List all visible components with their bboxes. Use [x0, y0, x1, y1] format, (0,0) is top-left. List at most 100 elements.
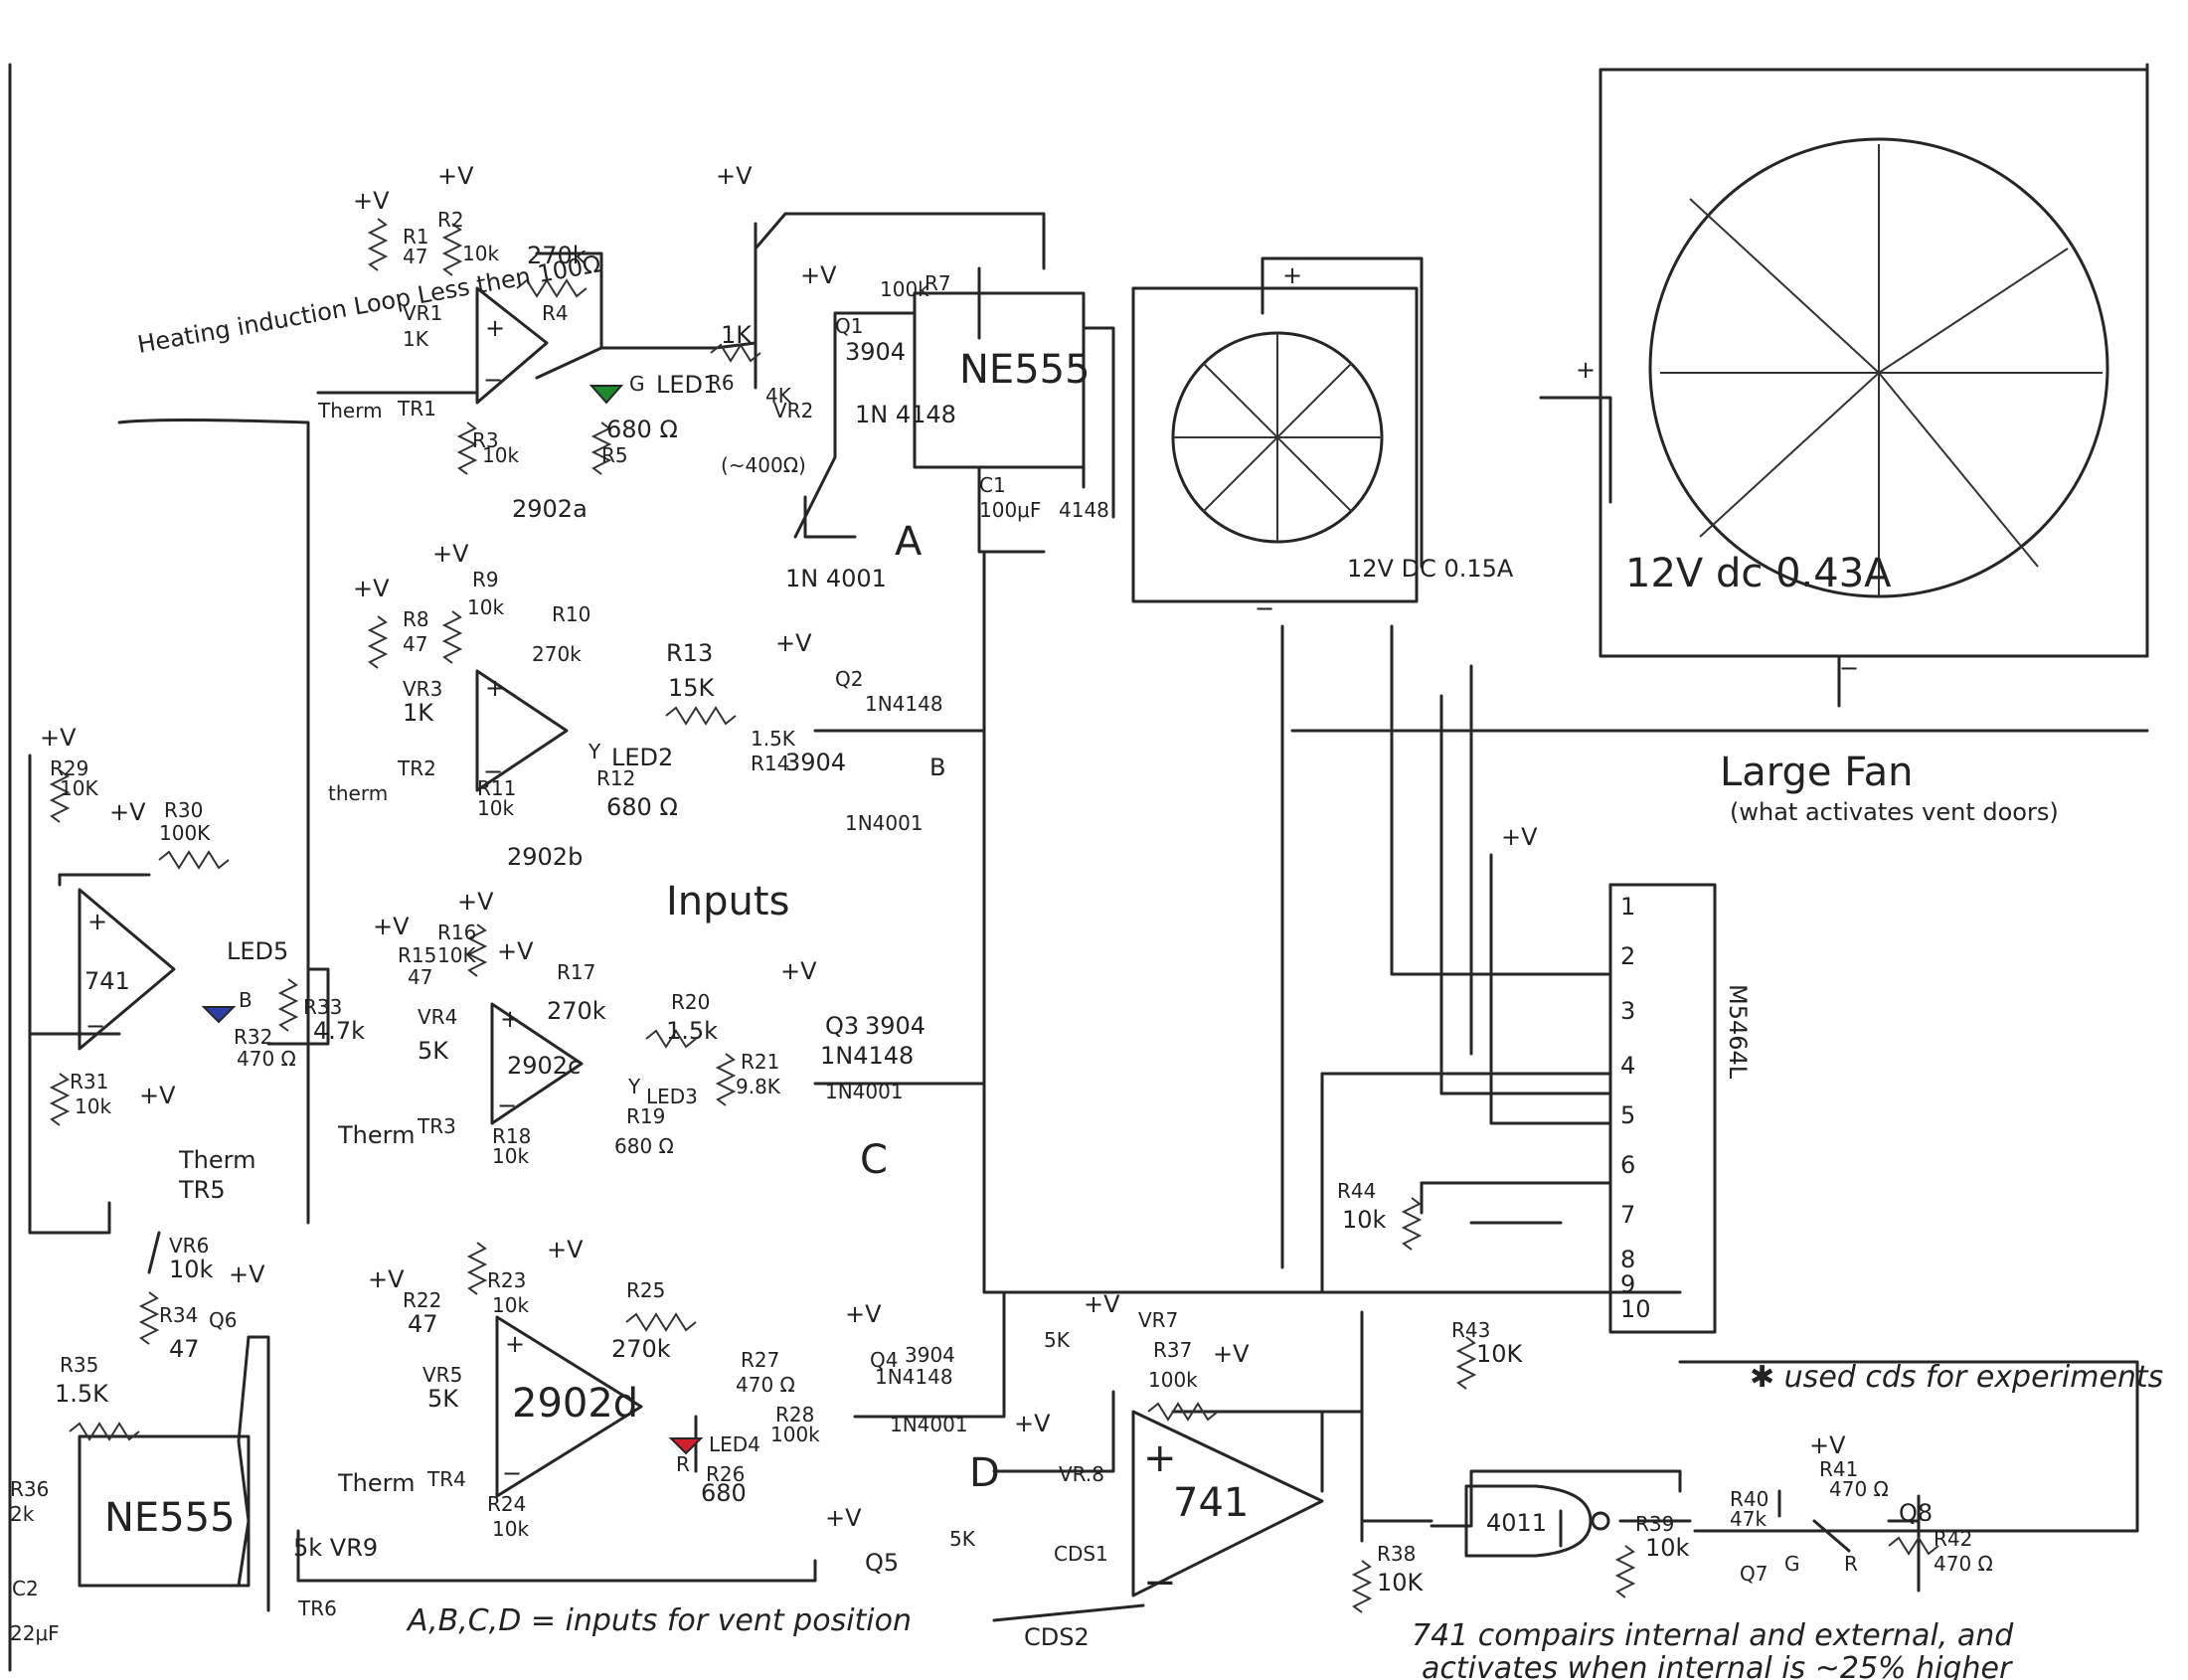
- therm5-label: Therm: [178, 1146, 255, 1174]
- r36-value: 2k: [10, 1502, 35, 1526]
- v6-label: +V: [432, 540, 469, 568]
- r21-label: R21: [741, 1050, 779, 1074]
- d3-4001-label: 1N4001: [825, 1080, 904, 1103]
- pin-4: 4: [1620, 1052, 1635, 1080]
- tr1-label: TR1: [397, 397, 436, 420]
- fan-large-minus: −: [1839, 654, 1859, 682]
- r32-value: 470 Ω: [237, 1047, 296, 1071]
- r5-value: 680 Ω: [606, 416, 678, 443]
- r40-value: 47k: [1730, 1507, 1767, 1531]
- led-g-mark: G: [1784, 1552, 1800, 1576]
- pin-9: 9: [1620, 1270, 1635, 1298]
- r17-label: R17: [557, 960, 595, 984]
- vr7-value: 5K: [1044, 1328, 1071, 1352]
- ne555-top-chip: [913, 291, 1086, 469]
- vr1-value: 1K: [403, 327, 429, 351]
- r10-value: 270k: [532, 642, 582, 666]
- r2-value: 10k: [462, 242, 499, 265]
- small-fan: [1131, 286, 1419, 603]
- vr2-label: VR2: [773, 399, 813, 422]
- r38-label: R38: [1377, 1542, 1416, 1566]
- r28-value: 100k: [770, 1423, 820, 1446]
- r27-label: R27: [741, 1348, 779, 1372]
- r22-value: 47: [408, 1310, 438, 1338]
- q8-label: Q8: [1899, 1499, 1933, 1527]
- led1-green-icon: [589, 385, 624, 405]
- r9-value: 10k: [467, 595, 504, 619]
- svg-text:−: −: [497, 1092, 517, 1119]
- r18-value: 10k: [492, 1144, 529, 1168]
- pin-7: 7: [1620, 1201, 1635, 1229]
- bottom-note-1: 741 compairs internal and external, and: [1412, 1618, 2014, 1653]
- r40-label: R40: [1730, 1487, 1768, 1511]
- fan-large-plus: +: [1576, 356, 1596, 384]
- pin-6: 6: [1620, 1151, 1635, 1179]
- r11-value: 10k: [477, 796, 514, 820]
- r7-value: 100k: [880, 277, 929, 301]
- pin-3: 3: [1620, 997, 1635, 1025]
- led5-blue-icon: [201, 1006, 237, 1024]
- tr2-label: TR2: [397, 756, 436, 780]
- d1n4001-a-label: 1N 4001: [785, 565, 887, 592]
- r3-label: R3: [472, 428, 499, 452]
- v23-label: +V: [1809, 1431, 1846, 1459]
- q4-label: Q4: [870, 1348, 898, 1372]
- r13-value: 15K: [668, 674, 716, 702]
- tr5-label: TR5: [178, 1176, 226, 1204]
- r31-value: 10k: [75, 1094, 111, 1118]
- v12-label: +V: [373, 913, 410, 940]
- r42-label: R42: [1934, 1527, 1972, 1551]
- r29-label: R29: [50, 756, 88, 780]
- r27-value: 470 Ω: [736, 1373, 795, 1397]
- d1-label: 1N 4148: [855, 401, 956, 428]
- large-fan: [1599, 68, 2149, 658]
- r41-label: R41: [1819, 1457, 1858, 1481]
- r20-value: 1.5k: [666, 1017, 718, 1045]
- r41-value: 470 Ω: [1829, 1477, 1889, 1501]
- ne555-bottom-chip: [78, 1434, 251, 1588]
- ic-741-right-label: 741: [1173, 1480, 1249, 1526]
- output-d-label: D: [969, 1450, 1000, 1496]
- r4-value: 270k: [527, 242, 587, 269]
- vr3-value: 1K: [403, 699, 434, 727]
- r24-value: 10k: [492, 1517, 529, 1541]
- vr6-label: VR6: [169, 1234, 209, 1258]
- led2-mark: Y: [588, 740, 601, 763]
- q6-label: Q6: [209, 1308, 237, 1332]
- op-amp-741-right: + −: [1131, 1410, 1324, 1605]
- ic-4011-label: 4011: [1486, 1509, 1547, 1537]
- led4-mark: R: [676, 1452, 690, 1476]
- vr8-value: 5K: [949, 1527, 976, 1551]
- d4148-top-label: 4148: [1059, 498, 1109, 522]
- r36-label: R36: [10, 1477, 49, 1501]
- led1-mark: G: [629, 372, 645, 396]
- q7-label: Q7: [1740, 1562, 1767, 1586]
- pin-10: 10: [1620, 1295, 1651, 1323]
- r23-label: R23: [487, 1268, 526, 1292]
- bottom-note-2: activates when internal is ~25% higher: [1422, 1651, 2013, 1680]
- svg-text:+: +: [505, 1330, 525, 1358]
- r33-label: R33: [303, 995, 342, 1019]
- r26-label: R26: [706, 1462, 745, 1486]
- svg-text:−: −: [1143, 1560, 1177, 1605]
- r42-value: 470 Ω: [1934, 1552, 1993, 1576]
- r1-label: R1: [403, 225, 429, 249]
- vr3-label: VR3: [403, 677, 442, 701]
- r6-value: 1K: [721, 321, 753, 349]
- led1-label: LED1: [656, 371, 718, 399]
- led2-label: LED2: [611, 744, 673, 771]
- ic-2902d-label: 2902d: [512, 1381, 638, 1427]
- svg-text:−: −: [502, 1459, 522, 1487]
- v8-label: +V: [40, 724, 77, 752]
- v21-label: +V: [1213, 1340, 1250, 1368]
- pin-5: 5: [1620, 1101, 1635, 1129]
- v19-label: +V: [825, 1504, 862, 1532]
- vr1-label: VR1: [403, 301, 442, 325]
- v14-label: +V: [497, 937, 534, 965]
- q4-type: 3904: [905, 1343, 955, 1367]
- ne555-top-label: NE555: [959, 347, 1091, 393]
- large-fan-note: (what activates vent doors): [1730, 798, 2059, 826]
- wiring: [8, 63, 2149, 1672]
- m5464l-chip: [1608, 883, 1717, 1334]
